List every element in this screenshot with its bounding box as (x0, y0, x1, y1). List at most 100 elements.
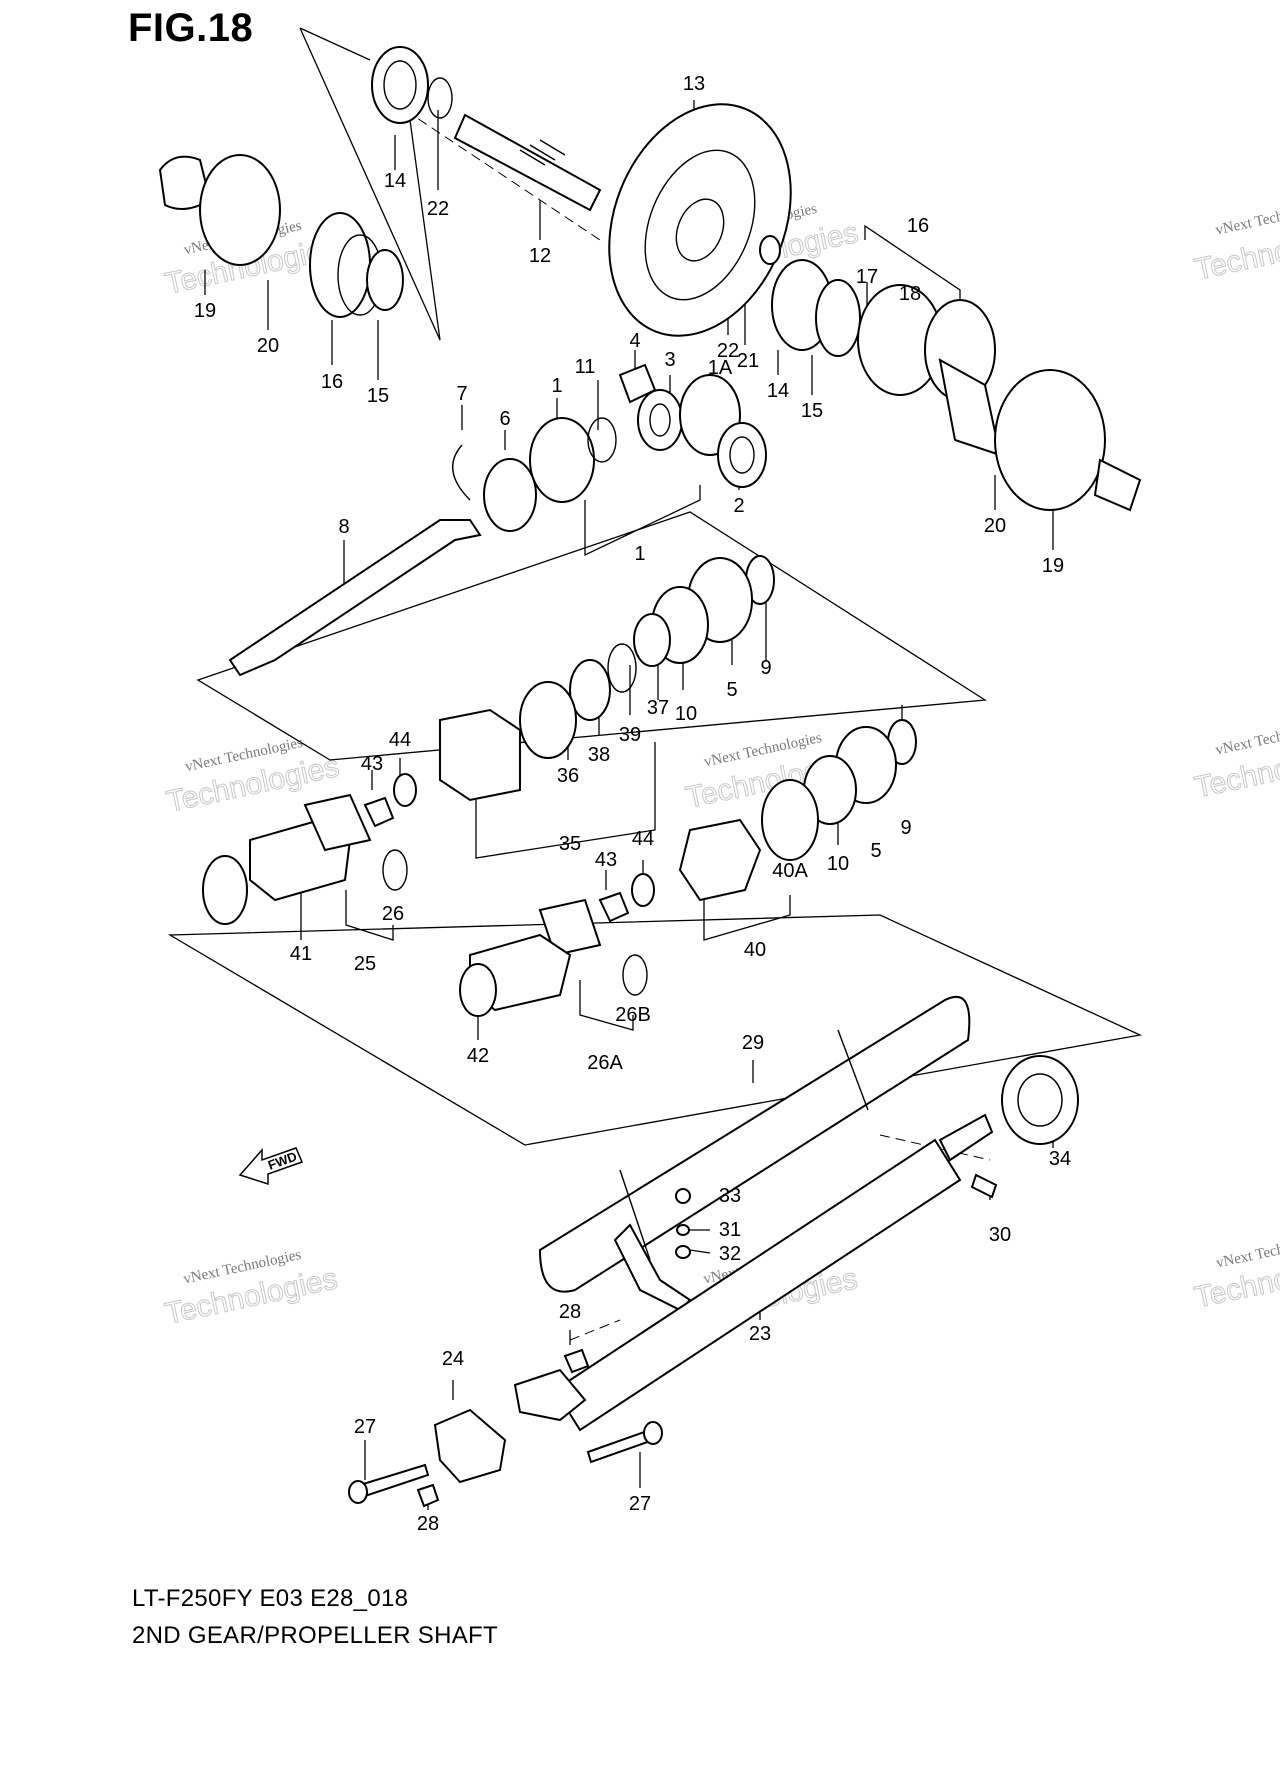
part-number: 27 (629, 1493, 651, 1515)
part-number: 17 (856, 266, 878, 288)
part-number: 32 (719, 1243, 741, 1265)
part-number: 22 (717, 340, 739, 362)
part-number: 42 (467, 1045, 489, 1067)
part-number: 20 (984, 515, 1006, 537)
part-number: 8 (338, 516, 349, 538)
part-number: 2 (733, 495, 744, 517)
part-number: 12 (529, 245, 551, 267)
joint-24 (433, 1408, 507, 1484)
part-number: 14 (384, 170, 406, 192)
part-number: 1 (551, 375, 562, 397)
part-number: 3 (664, 349, 675, 371)
seal-40A (761, 779, 819, 861)
watermark-text: vNext Technologies (1214, 718, 1280, 759)
washer-44-lower (631, 873, 655, 907)
part-number: 29 (742, 1032, 764, 1054)
shim-37 (633, 613, 671, 667)
part-number: 7 (456, 383, 467, 405)
part-number: 39 (619, 724, 641, 746)
part-number: 21 (737, 350, 759, 372)
cover-29 (538, 995, 971, 1293)
part-number: 1 (634, 543, 645, 565)
part-number: 18 (899, 283, 921, 305)
part-number: 1A (708, 357, 733, 379)
washer-44-upper (393, 773, 417, 807)
part-number: 30 (989, 1224, 1011, 1246)
part-number: 15 (367, 385, 389, 407)
part-number: 44 (632, 828, 654, 850)
part-number: 28 (559, 1301, 581, 1323)
circlip-11 (587, 417, 617, 463)
forward-direction-arrow: FWD (238, 1147, 304, 1186)
part-number: 40A (772, 860, 808, 882)
yoke-40 (678, 818, 762, 902)
cross-joint-26A (538, 898, 602, 957)
sleeve-42 (459, 963, 497, 1017)
figure-title: FIG.18 (128, 6, 254, 50)
sleeve-41 (202, 855, 248, 925)
circlip-26B (622, 954, 648, 996)
part-number: 19 (1042, 555, 1064, 577)
circlip-22-right (759, 235, 781, 265)
model-code: LT-F250FY E03 E28_018 (132, 1585, 409, 1612)
part-number: 14 (767, 380, 789, 402)
bearing-14-top (371, 46, 429, 124)
washer-31 (676, 1224, 690, 1236)
part-number: 15 (801, 400, 823, 422)
part-number: 9 (760, 657, 771, 679)
housing-20-left (199, 154, 281, 266)
part-number: 44 (389, 729, 411, 751)
part-number: 6 (499, 408, 510, 430)
housing-20-right (994, 369, 1106, 511)
part-number: 33 (719, 1185, 741, 1207)
part-number: 26 (382, 903, 404, 925)
part-number: 13 (683, 73, 705, 95)
bearing-16-left (309, 212, 371, 318)
nut-28-upper (563, 1348, 590, 1374)
part-number: 25 (354, 953, 376, 975)
part-number: 22 (427, 198, 449, 220)
washer-38 (569, 659, 611, 721)
circlip-26 (382, 849, 408, 891)
shaft-12 (453, 113, 602, 212)
part-number: 10 (675, 703, 697, 725)
part-number: 10 (827, 853, 849, 875)
propeller-shaft-23 (553, 1138, 962, 1432)
circlip-39 (607, 643, 637, 693)
bearing-6 (483, 458, 537, 532)
part-number: 5 (726, 679, 737, 701)
nut-28-lower (416, 1483, 440, 1508)
nut-43-lower (598, 891, 630, 923)
seal-15-right (815, 279, 861, 357)
nut-43-upper (363, 796, 395, 828)
clip-7 (452, 444, 471, 501)
boot-34 (1001, 1055, 1079, 1145)
part-number-callouts: 14 22 13 12 16 19 20 16 15 4 3 1A 2 1 11… (194, 73, 1071, 1535)
gear-1 (529, 417, 595, 503)
part-number: 43 (361, 753, 383, 775)
yoke-35 (439, 708, 521, 802)
part-number: 28 (417, 1513, 439, 1535)
washer-2 (717, 422, 767, 488)
part-number: 20 (257, 335, 279, 357)
part-number: 4 (629, 330, 640, 352)
part-number: 31 (719, 1219, 741, 1241)
yoke-joint-24 (513, 1368, 587, 1422)
part-number: 9 (900, 817, 911, 839)
spline-15-left (366, 249, 404, 311)
part-number: 38 (588, 744, 610, 766)
seal-36 (519, 681, 577, 759)
part-number: 26A (587, 1052, 623, 1074)
part-number: 34 (1049, 1148, 1071, 1170)
shaft-8 (228, 519, 482, 677)
diagram-caption: 2ND GEAR/PROPELLER SHAFT (132, 1622, 498, 1649)
washer-3 (637, 389, 683, 451)
part-drawings (158, 46, 1142, 1508)
nut-33 (675, 1188, 691, 1204)
washer-32 (675, 1245, 691, 1259)
part-number: 19 (194, 300, 216, 322)
output-shaft-19-right (1093, 458, 1142, 512)
circlip-22-top (427, 77, 453, 119)
part-number: 5 (870, 840, 881, 862)
